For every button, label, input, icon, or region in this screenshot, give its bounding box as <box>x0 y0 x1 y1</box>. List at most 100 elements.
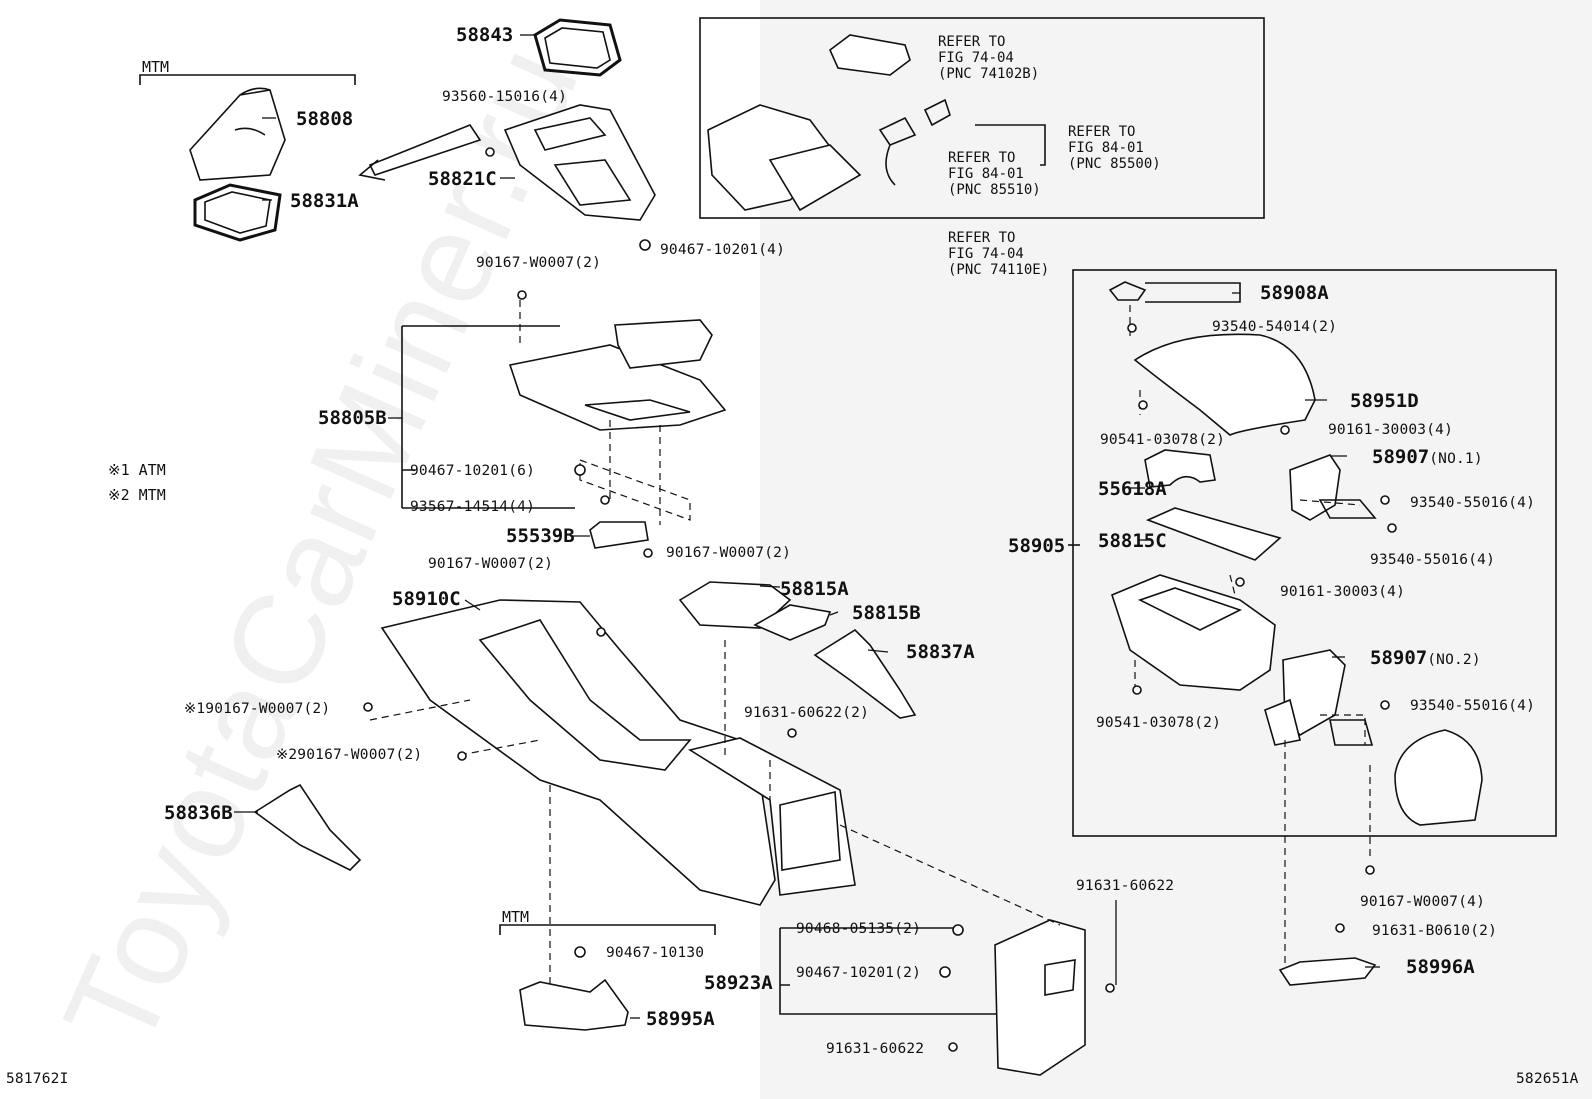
fastener-90467-top: 90467-10201(4) <box>660 242 786 258</box>
shape-58996a <box>1278 957 1377 986</box>
fastener-93567: 93567-14514(4) <box>410 499 536 515</box>
fastener-90467-10130: 90467-10130 <box>606 945 705 961</box>
console-box-58905 <box>1072 269 1557 837</box>
reference-box <box>699 17 1265 219</box>
part-58843: 58843 <box>456 24 514 46</box>
screw-icon <box>1105 983 1115 993</box>
fastener-90161-b: 90161-30003(4) <box>1280 584 1406 600</box>
background-shade <box>760 0 1592 1099</box>
part-58815a: 58815A <box>780 578 849 600</box>
shape-58910c <box>380 599 776 906</box>
fastener-91631-r: 91631-60622 <box>1076 878 1175 894</box>
ref-line: (PNC 85510) <box>948 182 1041 198</box>
part-58808: 58808 <box>296 108 354 130</box>
fastener-90167-s1: ※190167-W0007(2) <box>184 701 331 717</box>
screw-icon <box>948 1042 958 1052</box>
fastener-90167-s2: ※290167-W0007(2) <box>276 747 423 763</box>
shape-58815c <box>1145 507 1282 561</box>
screw-icon <box>1235 577 1245 587</box>
part-58815b: 58815B <box>852 602 921 624</box>
part-58907-number: 58907 <box>1372 446 1430 468</box>
ref-line: FIG 74-04 <box>948 246 1024 262</box>
part-58923a: 58923A <box>704 972 773 994</box>
screw-icon <box>787 728 797 738</box>
fastener-93560: 93560-15016(4) <box>442 89 568 105</box>
ref-item-85510 <box>878 116 917 186</box>
fastener-90467-bot: 90467-10201(2) <box>796 965 922 981</box>
mtm-bottom-bracket <box>499 924 716 935</box>
part-58910c: 58910C <box>392 588 461 610</box>
part-58837a: 58837A <box>906 641 975 663</box>
shape-55618a <box>1144 449 1216 488</box>
fastener-93540-55016-c: 93540-55016(4) <box>1410 698 1536 714</box>
fastener-90167-mid: 90167-W0007(2) <box>666 545 792 561</box>
ref-line: FIG 84-01 <box>1068 140 1144 156</box>
part-58905: 58905 <box>1008 535 1066 557</box>
clip-icon <box>574 464 586 476</box>
part-58951d: 58951D <box>1350 390 1419 412</box>
fastener-91631-mid: 91631-60622(2) <box>744 705 870 721</box>
clip-icon <box>639 239 651 251</box>
screw-icon <box>1138 400 1148 410</box>
screw-icon <box>363 702 373 712</box>
shape-58815a <box>678 581 792 629</box>
part-58907-number: 58907 <box>1370 647 1428 669</box>
shape-58836b <box>253 783 362 871</box>
screw-icon <box>643 548 653 558</box>
ref-line: REFER TO <box>948 230 1016 246</box>
shape-58831a <box>193 183 282 242</box>
ref-item-74102b <box>829 34 911 76</box>
shape-console-box <box>1111 574 1276 691</box>
screw-icon <box>1280 425 1290 435</box>
ref-line: (PNC 74102B) <box>938 66 1040 82</box>
part-58907-suffix: (NO.2) <box>1427 652 1481 668</box>
mtm-top-bracket <box>139 74 356 85</box>
screw-icon <box>457 751 467 761</box>
fastener-90161-a: 90161-30003(4) <box>1328 422 1454 438</box>
ref-line: (PNC 74110E) <box>948 262 1050 278</box>
screw-icon <box>517 290 527 300</box>
shape-58907-no1 <box>1289 454 1341 521</box>
screw-icon <box>1380 495 1390 505</box>
fastener-90541-a: 90541-03078(2) <box>1100 432 1226 448</box>
ref-85510: REFER TO FIG 84-01 (PNC 85510) <box>948 150 1041 198</box>
part-58907-no2: 58907(NO.2) <box>1370 649 1481 668</box>
fastener-93540-54014: 93540-54014(2) <box>1212 319 1338 335</box>
part-58805b: 58805B <box>318 407 387 429</box>
ref-line: REFER TO <box>948 150 1016 166</box>
part-58836b: 58836B <box>164 802 233 824</box>
screw-icon <box>1380 700 1390 710</box>
screw-icon <box>485 147 495 157</box>
ref-85500: REFER TO FIG 84-01 (PNC 85500) <box>1068 124 1161 172</box>
part-55618a: 55618A <box>1098 478 1167 500</box>
ref-74110e: REFER TO FIG 74-04 (PNC 74110E) <box>948 230 1049 278</box>
part-58908a: 58908A <box>1260 282 1329 304</box>
fastener-90467-6: 90467-10201(6) <box>410 463 536 479</box>
part-58995a: 58995A <box>646 1008 715 1030</box>
shape-58923a <box>994 919 1086 1076</box>
ref-line: (PNC 85500) <box>1068 156 1161 172</box>
part-58831a: 58831A <box>290 190 359 212</box>
shape-58908a <box>1108 281 1147 301</box>
bracket-58805b <box>401 325 575 509</box>
screw-icon <box>600 495 610 505</box>
screw-icon <box>1335 923 1345 933</box>
clip-icon <box>939 966 951 978</box>
ref-line: FIG 74-04 <box>938 50 1014 66</box>
part-58821c: 58821C <box>428 168 497 190</box>
ref-line: REFER TO <box>1068 124 1136 140</box>
fastener-90541-b: 90541-03078(2) <box>1096 715 1222 731</box>
note-mtm: ※2 MTM <box>108 486 166 504</box>
direction-arrow <box>368 124 482 176</box>
fastener-91631-b: 91631-60622 <box>826 1041 925 1057</box>
part-58907-suffix: (NO.1) <box>1429 451 1483 467</box>
part-55539b: 55539B <box>506 525 575 547</box>
fastener-93540-55016-a: 93540-55016(4) <box>1410 495 1536 511</box>
fastener-90167-w4: 90167-W0007(4) <box>1360 894 1486 910</box>
shape-55539b <box>589 521 649 549</box>
mtm-label-top: MTM <box>142 58 170 76</box>
code-bottom-right: 582651A <box>1516 1071 1579 1087</box>
shape-armrest-pad <box>1394 729 1483 826</box>
part-58996a: 58996A <box>1406 956 1475 978</box>
